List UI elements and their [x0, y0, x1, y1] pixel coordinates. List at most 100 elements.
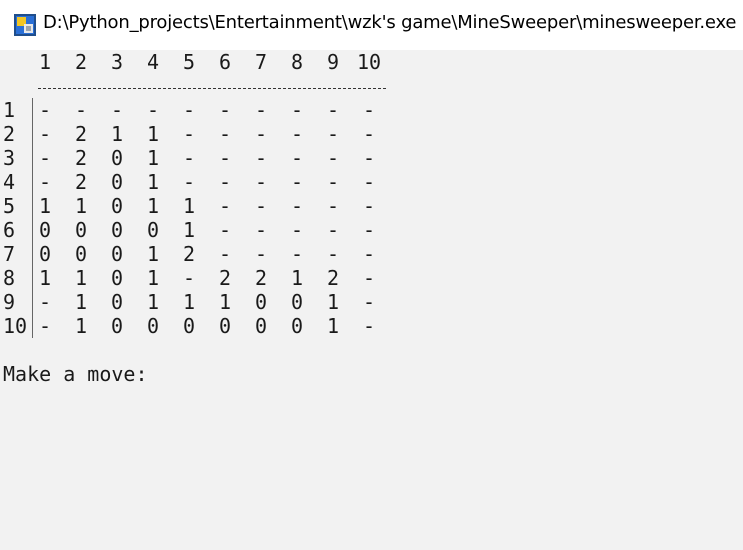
revealed-cell: 0	[110, 314, 124, 338]
unrevealed-cell: -	[362, 266, 376, 290]
column-header: 10	[356, 50, 382, 74]
unrevealed-cell: -	[254, 146, 268, 170]
revealed-cell: 1	[146, 146, 160, 170]
column-header: 7	[254, 50, 268, 74]
revealed-cell: 0	[146, 218, 160, 242]
unrevealed-cell: -	[362, 218, 376, 242]
row-label: 3	[3, 146, 16, 170]
unrevealed-cell: -	[326, 218, 340, 242]
unrevealed-cell: -	[362, 242, 376, 266]
row-label: 2	[3, 122, 16, 146]
revealed-cell: 0	[110, 290, 124, 314]
revealed-cell: 2	[74, 146, 88, 170]
column-header: 2	[74, 50, 88, 74]
revealed-cell: 2	[326, 266, 340, 290]
revealed-cell: 1	[146, 122, 160, 146]
unrevealed-cell: -	[326, 170, 340, 194]
revealed-cell: 0	[110, 218, 124, 242]
revealed-cell: 0	[38, 242, 52, 266]
unrevealed-cell: -	[326, 194, 340, 218]
revealed-cell: 1	[74, 314, 88, 338]
unrevealed-cell: -	[290, 218, 304, 242]
revealed-cell: 1	[182, 194, 196, 218]
revealed-cell: 1	[74, 266, 88, 290]
row-label: 1	[3, 98, 16, 122]
row-label: 5	[3, 194, 16, 218]
revealed-cell: 0	[254, 314, 268, 338]
unrevealed-cell: -	[38, 98, 52, 122]
row-label: 7	[3, 242, 16, 266]
unrevealed-cell: -	[74, 98, 88, 122]
revealed-cell: 2	[218, 266, 232, 290]
revealed-cell: 0	[110, 170, 124, 194]
revealed-cell: 0	[182, 314, 196, 338]
unrevealed-cell: -	[254, 98, 268, 122]
unrevealed-cell: -	[254, 194, 268, 218]
revealed-cell: 2	[74, 170, 88, 194]
unrevealed-cell: -	[326, 146, 340, 170]
unrevealed-cell: -	[254, 122, 268, 146]
header-separator	[38, 88, 386, 89]
unrevealed-cell: -	[326, 122, 340, 146]
unrevealed-cell: -	[362, 170, 376, 194]
unrevealed-cell: -	[38, 314, 52, 338]
revealed-cell: 0	[110, 242, 124, 266]
unrevealed-cell: -	[218, 170, 232, 194]
window-title: D:\Python_projects\Entertainment\wzk's g…	[43, 12, 737, 33]
revealed-cell: 0	[74, 218, 88, 242]
row-label: 4	[3, 170, 16, 194]
unrevealed-cell: -	[290, 194, 304, 218]
unrevealed-cell: -	[254, 170, 268, 194]
unrevealed-cell: -	[290, 122, 304, 146]
row-label: 6	[3, 218, 16, 242]
unrevealed-cell: -	[362, 98, 376, 122]
unrevealed-cell: -	[290, 170, 304, 194]
unrevealed-cell: -	[218, 122, 232, 146]
revealed-cell: 1	[218, 290, 232, 314]
unrevealed-cell: -	[182, 266, 196, 290]
revealed-cell: 1	[38, 266, 52, 290]
revealed-cell: 1	[146, 242, 160, 266]
revealed-cell: 0	[74, 242, 88, 266]
unrevealed-cell: -	[290, 146, 304, 170]
revealed-cell: 2	[182, 242, 196, 266]
unrevealed-cell: -	[38, 146, 52, 170]
unrevealed-cell: -	[362, 122, 376, 146]
column-header: 3	[110, 50, 124, 74]
column-header: 1	[38, 50, 52, 74]
unrevealed-cell: -	[218, 194, 232, 218]
revealed-cell: 1	[326, 314, 340, 338]
row-label: 8	[3, 266, 16, 290]
column-header: 6	[218, 50, 232, 74]
revealed-cell: 1	[146, 266, 160, 290]
row-label: 9	[3, 290, 16, 314]
title-bar[interactable]: D:\Python_projects\Entertainment\wzk's g…	[0, 0, 743, 50]
revealed-cell: 0	[290, 314, 304, 338]
revealed-cell: 1	[74, 194, 88, 218]
row-label: 10	[3, 314, 28, 338]
revealed-cell: 0	[254, 290, 268, 314]
revealed-cell: 1	[182, 290, 196, 314]
unrevealed-cell: -	[38, 170, 52, 194]
revealed-cell: 0	[110, 146, 124, 170]
unrevealed-cell: -	[254, 218, 268, 242]
unrevealed-cell: -	[362, 146, 376, 170]
column-header: 5	[182, 50, 196, 74]
revealed-cell: 0	[146, 314, 160, 338]
revealed-cell: 1	[110, 122, 124, 146]
revealed-cell: 1	[290, 266, 304, 290]
unrevealed-cell: -	[218, 242, 232, 266]
revealed-cell: 1	[146, 194, 160, 218]
unrevealed-cell: -	[290, 242, 304, 266]
unrevealed-cell: -	[182, 146, 196, 170]
unrevealed-cell: -	[362, 194, 376, 218]
revealed-cell: 1	[38, 194, 52, 218]
unrevealed-cell: -	[362, 314, 376, 338]
unrevealed-cell: -	[38, 290, 52, 314]
unrevealed-cell: -	[182, 98, 196, 122]
unrevealed-cell: -	[218, 98, 232, 122]
revealed-cell: 1	[74, 290, 88, 314]
revealed-cell: 1	[326, 290, 340, 314]
